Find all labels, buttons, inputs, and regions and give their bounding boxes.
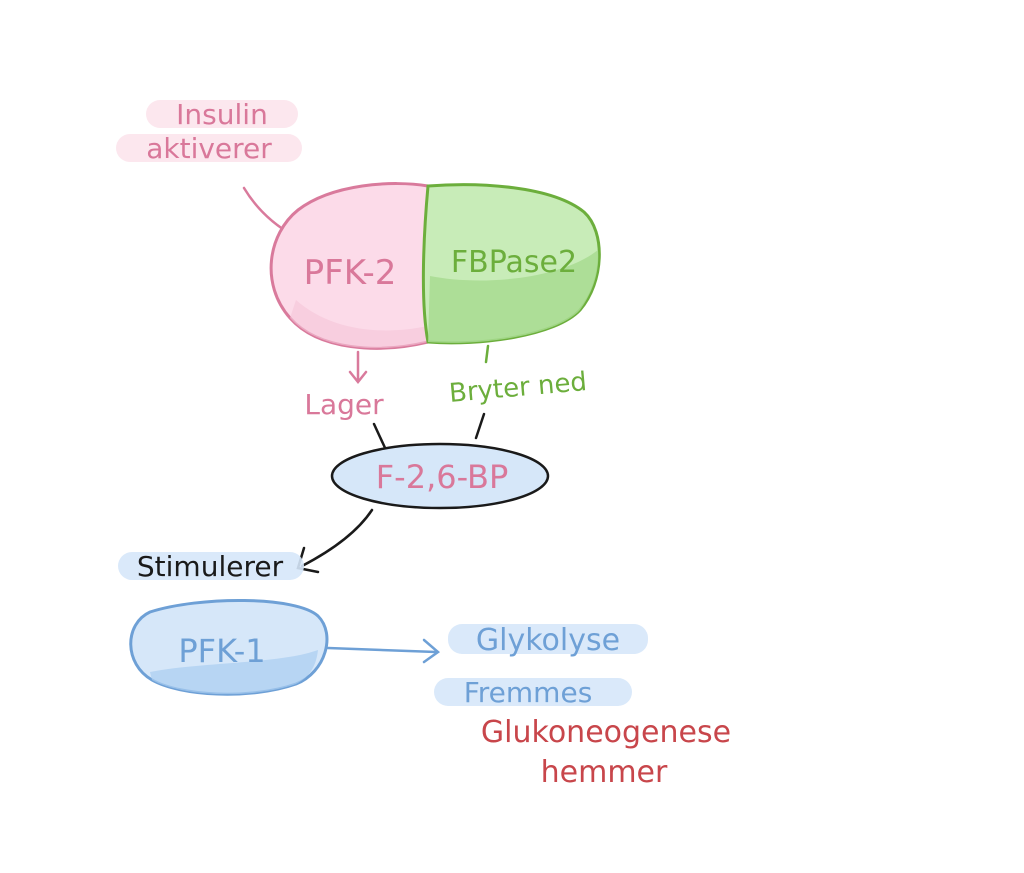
glykolyse-arrow: [326, 638, 441, 664]
fremmes-highlight: [434, 678, 632, 706]
f26bp-text: F-2,6-BP: [376, 458, 509, 496]
fbpase2-shade: [428, 250, 599, 343]
pfk2-shade: [290, 300, 428, 349]
pfk1-text: PFK-1: [178, 632, 265, 670]
glykolyse-text: Glykolyse: [476, 623, 620, 658]
glukoneogenese-text: Glukoneogenese: [481, 715, 731, 750]
bryter-text: Bryter ned: [448, 367, 588, 409]
stimulerer-arrow: [296, 508, 374, 574]
glykolyse-highlight: [448, 624, 648, 654]
stimulerer-group: Stimulerer: [118, 550, 304, 583]
fbpase2-node: FBPase2: [421, 183, 601, 345]
fremmes-text: Fremmes: [464, 676, 593, 709]
pfk1-shade: [150, 650, 318, 695]
glykolyse-group: Glykolyse Fremmes: [434, 623, 648, 709]
f26bp-shape: [330, 442, 550, 510]
pfk1-node: PFK-1: [129, 599, 329, 696]
pfk2-node: PFK-2: [269, 182, 430, 350]
stimulerer-text: Stimulerer: [137, 550, 284, 583]
insulin-highlight: [146, 100, 298, 128]
insulin-label-group: Insulin aktiverer: [116, 98, 302, 165]
insulin-text: Insulin: [176, 98, 268, 131]
aktiverer-highlight: [116, 134, 302, 162]
stimulerer-highlight: [118, 552, 304, 580]
f26bp-node: F-2,6-BP: [330, 442, 550, 510]
lager-text: Lager: [304, 388, 384, 421]
glukoneogenese-group: Glukoneogenese hemmer: [481, 715, 731, 790]
lager-arrow: [348, 350, 368, 385]
pfk2-text: PFK-2: [304, 253, 397, 293]
aktiverer-text: aktiverer: [146, 132, 272, 165]
fbpase2-text: FBPase2: [451, 245, 577, 280]
f26bp-connectors: [372, 412, 486, 452]
hemmer-text: hemmer: [541, 755, 668, 790]
bryter-tick: [484, 344, 490, 364]
